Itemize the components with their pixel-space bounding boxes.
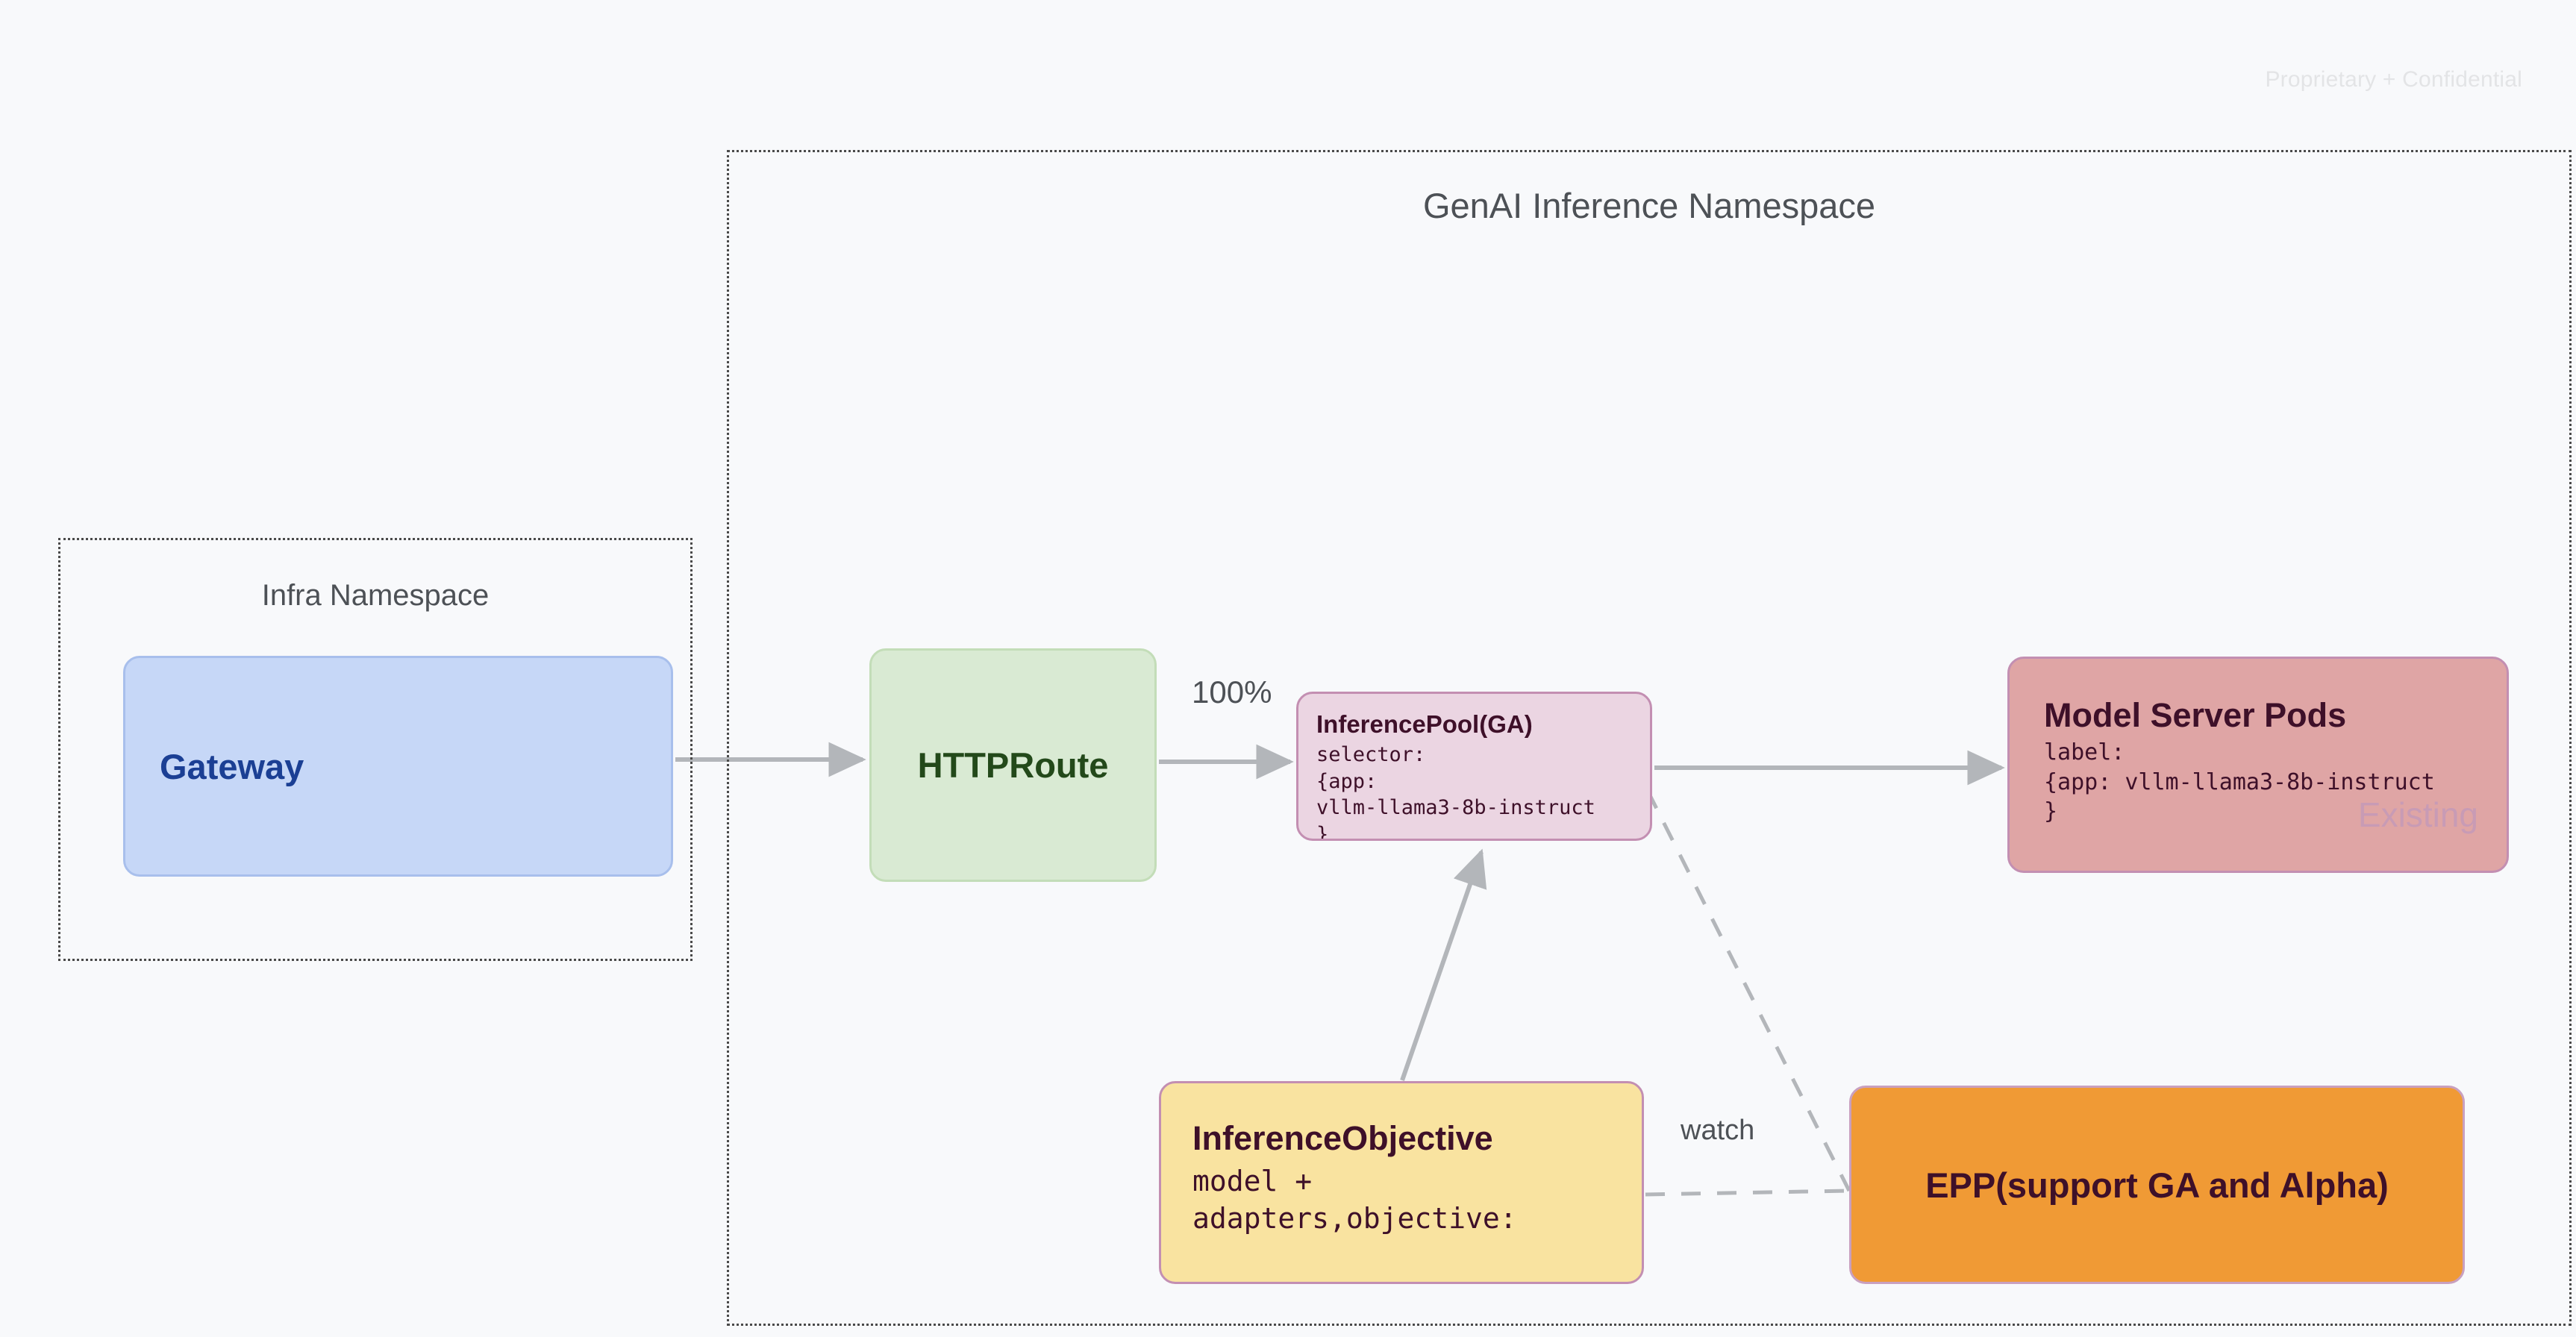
- node-inferenceobjective-title: InferenceObjective: [1192, 1119, 1493, 1157]
- node-inferencepool-title: InferencePool(GA): [1316, 710, 1533, 738]
- edge-label-traffic-weight: 100%: [1192, 674, 1272, 710]
- edge-label-watch: watch: [1681, 1115, 1755, 1146]
- node-inferenceobjective-body: model + adapters,objective:: [1192, 1165, 1517, 1236]
- node-gateway[interactable]: Gateway: [123, 656, 673, 877]
- node-inferencepool[interactable]: InferencePool(GA) selector: {app: vllm-l…: [1296, 692, 1652, 841]
- node-model-server-pods-label: label: {app: vllm-llama3-8b-instruct }: [2044, 739, 2435, 825]
- namespace-genai-inference: GenAI Inference Namespace: [727, 150, 2572, 1326]
- node-model-server-pods-title: Model Server Pods: [2044, 696, 2347, 734]
- node-epp[interactable]: EPP(support GA and Alpha): [1849, 1086, 2465, 1284]
- node-httproute[interactable]: HTTPRoute: [869, 648, 1157, 882]
- namespace-infra: Infra Namespace: [58, 538, 693, 961]
- namespace-genai-title: GenAI Inference Namespace: [1422, 186, 1876, 225]
- confidential-watermark: Proprietary + Confidential: [2265, 67, 2522, 92]
- node-inferenceobjective[interactable]: InferenceObjective model + adapters,obje…: [1159, 1081, 1644, 1284]
- node-gateway-title: Gateway: [160, 746, 304, 786]
- existing-stamp: Existing: [2357, 795, 2478, 834]
- node-httproute-title: HTTPRoute: [917, 745, 1109, 785]
- namespace-infra-title: Infra Namespace: [261, 579, 490, 612]
- node-inferencepool-selector: selector: {app: vllm-llama3-8b-instruct …: [1316, 743, 1595, 841]
- node-model-server-pods[interactable]: Model Server Pods label: {app: vllm-llam…: [2007, 657, 2509, 873]
- node-epp-title: EPP(support GA and Alpha): [1925, 1165, 2389, 1205]
